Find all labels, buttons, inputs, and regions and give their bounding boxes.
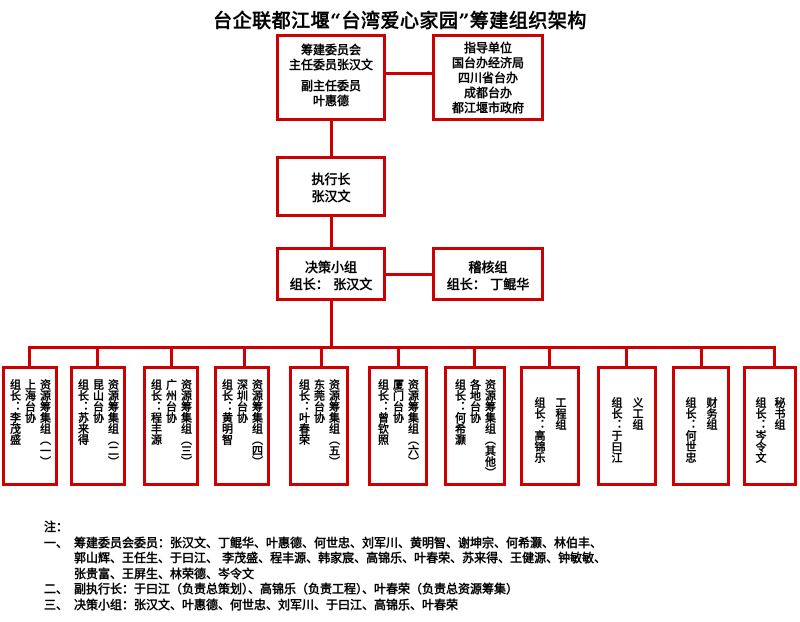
guidance-line: 四川省台办 [457,71,518,85]
team-name: 资源筹集组（四） [250,379,264,467]
note-1-line-2: 郭山辉、王任生、于曰江、 李茂盛、程丰源、韩家宸、高锦乐、叶春荣、苏来得、王健源… [74,551,607,565]
team-leader: 组长：程丰源 [149,379,163,445]
team-leader: 组长：苏来得 [76,379,90,445]
notes-section: 注： 一、 筹建委员会委员：张汉文、丁鲲华、叶惠德、何世忠、刘军川、黄明智、谢坤… [44,520,606,613]
guidance-line: 指导单位 [463,41,512,55]
note-index: 三、 [44,597,69,612]
team-area: 各地台协 [468,379,482,423]
audit-box: 稽核组 组长： 丁鲲华 [432,247,544,301]
decision-leader: 组长： 张汉文 [289,278,373,293]
team-name: 资源筹集组（一） [38,379,52,467]
page-title: 台企联都江堰“台湾爱心家园”筹建组织架构 [213,10,587,32]
committee-title: 筹建委员会 [300,43,361,57]
guidance-line: 成都台办 [463,86,512,100]
team-area: 广州台协 [164,379,178,423]
team-name: 资源筹集组（其他） [483,379,497,478]
drop-team-9 [625,346,628,368]
note-1-line-3: 张贵富、王屏生、林荣德、岑令文 [74,566,255,581]
team-name: 资源筹集组（三） [179,379,193,467]
connector-decision-bus [330,300,333,348]
team-name: 资源筹集组（六） [406,379,420,467]
team-name: 工程组 [554,397,567,430]
drop-team-4 [243,346,246,368]
note-3: 决策小组：张汉文、叶惠德、何世忠、刘军川、于曰江、高锦乐、叶春荣 [74,597,459,612]
team-leader: 组长：何希灏 [453,379,467,445]
team-area: 东莞台协 [312,379,326,423]
team-box-7: 资源筹集组（其他） 各地台协 组长：何希灏 [444,366,506,486]
team-area: 深圳台协 [235,379,249,423]
team-name: 资源筹集组（五） [327,379,341,467]
drop-team-7 [473,346,476,368]
guidance-line: 都江堰市政府 [451,101,524,115]
connector-executive-decision [330,215,333,248]
team-box-8: 工程组 组长：高锦乐 [520,366,580,486]
team-box-4: 资源筹集组（四） 深圳台协 组长：黄明智 [214,366,270,486]
drop-team-5 [320,346,323,368]
audit-leader: 组长： 丁鲲华 [446,278,530,293]
team-name: 资源筹集组（二） [106,379,120,467]
drop-team-10 [700,346,703,368]
team-area: 上海台协 [23,379,37,423]
guidance-box: 指导单位 国台办经济局 四川省台办 成都台办 都江堰市政府 [432,34,544,121]
connector-decision-audit [384,273,434,276]
executive-title: 执行长 [311,173,351,188]
team-area: 厦门台协 [391,379,405,423]
team-leader: 组长：李茂盛 [8,379,22,445]
note-index: 二、 [44,582,69,596]
note-2: 副执行长：于曰江（负责总策划）、高锦乐（负责工程）、叶春荣（负责总资源筹集） [74,582,519,596]
drop-team-1 [28,346,31,368]
team-leader: 组长：黄明智 [220,379,234,445]
team-box-1: 资源筹集组（一） 上海台协 组长：李茂盛 [2,366,58,486]
executive-box: 执行长 张汉文 [276,156,386,217]
team-leader: 组长：高锦乐 [533,397,546,463]
team-area: 昆山台协 [91,379,105,423]
committee-vice-title: 副主任委员 [300,79,361,93]
notes-heading: 注： [44,520,69,534]
drop-team-6 [397,346,400,368]
note-1-line-1: 筹建委员会委员：张汉文、丁鲲华、叶惠德、何世忠、刘军川、黄明智、谢坤宗、何希灏、… [74,535,603,550]
drop-team-11 [773,346,776,368]
guidance-line: 国台办经济局 [451,56,524,70]
team-leader: 组长：岑令文 [754,397,767,463]
drop-team-2 [96,346,99,368]
team-leader: 组长：叶春荣 [297,379,311,445]
team-leader: 组长：何世忠 [684,397,697,463]
connector-committee-executive [330,119,333,157]
team-box-9: 义工组 组长：于曰江 [597,366,657,486]
connector-committee-guidance [384,72,434,75]
decision-box: 决策小组 组长： 张汉文 [276,247,386,301]
team-name: 财务组 [705,397,718,430]
team-name: 义工组 [631,397,644,430]
team-box-10: 财务组 组长：何世忠 [672,366,730,486]
drop-team-8 [548,346,551,368]
committee-vice-name: 叶惠德 [312,94,349,108]
team-box-2: 资源筹集组（二） 昆山台协 组长：苏来得 [70,366,126,486]
team-box-11: 秘书组 组长：岑令文 [743,366,797,486]
decision-title: 决策小组 [304,261,357,276]
team-box-3: 资源筹集组（三） 广州台协 组长：程丰源 [143,366,199,486]
team-box-6: 资源筹集组（六） 厦门台协 组长：曾钦照 [368,366,428,486]
team-leader: 组长：于曰江 [610,397,623,463]
committee-box: 筹建委员会 主任委员张汉文 副主任委员 叶惠德 [276,34,386,121]
team-name: 秘书组 [773,397,786,430]
audit-title: 稽核组 [468,261,508,276]
committee-chair: 主任委员张汉文 [288,58,373,72]
connector-bus [28,346,776,349]
drop-team-3 [170,346,173,368]
note-index: 一、 [44,535,69,550]
team-box-5: 资源筹集组（五） 东莞台协 组长：叶春荣 [289,366,349,486]
executive-name: 张汉文 [311,190,351,205]
team-leader: 组长：曾钦照 [376,379,390,445]
